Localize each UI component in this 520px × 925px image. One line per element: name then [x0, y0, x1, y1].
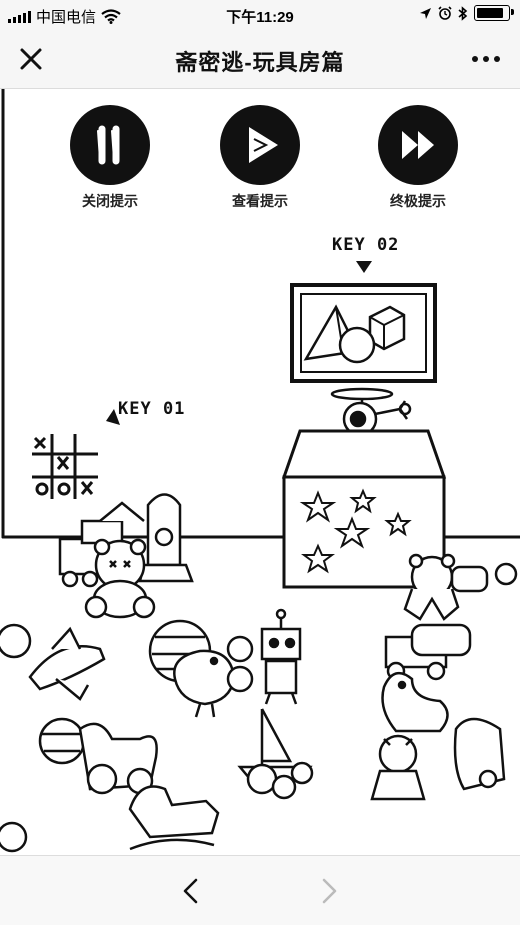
bluetooth-icon: [458, 5, 468, 21]
location-icon: [420, 7, 431, 19]
chevron-left-icon[interactable]: [174, 873, 210, 909]
status-bar: 中国电信 下午11:29: [0, 0, 520, 30]
key1-label: KEY 01: [118, 399, 186, 419]
key2-arrow-icon: [356, 261, 372, 273]
more-icon[interactable]: [466, 42, 506, 76]
fast-forward-icon: [402, 131, 434, 159]
alarm-icon: [438, 6, 452, 20]
play-icon: [249, 127, 278, 163]
hint-label: 关闭提示: [82, 193, 138, 209]
ultimate-hint-button[interactable]: 终极提示: [370, 105, 466, 211]
status-time: 下午11:29: [226, 9, 294, 26]
framed-picture[interactable]: [290, 283, 437, 383]
hint-label: 终极提示: [390, 193, 446, 209]
status-left: 中国电信: [8, 6, 121, 27]
pause-icon: [97, 125, 120, 165]
hint-circle: [220, 105, 300, 185]
hint-circle: [70, 105, 150, 185]
toy-pile-middle[interactable]: [148, 608, 302, 718]
star-box[interactable]: [281, 429, 447, 589]
game-scene: 关闭提示 查看提示 终极提示 KEY 02 KEY 01: [0, 89, 520, 855]
hint-circle: [378, 105, 458, 185]
page-title: 斋密逃-玩具房篇: [175, 50, 345, 75]
toy-bear-right[interactable]: [403, 553, 518, 621]
key1-arrow-icon: [106, 409, 120, 425]
status-right: [419, 5, 514, 21]
chevron-right-icon[interactable]: [310, 873, 346, 909]
carrier-label: 中国电信: [36, 9, 97, 26]
close-icon[interactable]: [14, 42, 48, 76]
toy-plane[interactable]: [0, 623, 106, 701]
wifi-icon: [101, 9, 121, 24]
battery-icon: [474, 5, 514, 21]
toy-truck-duck[interactable]: [381, 623, 472, 733]
view-hint-button[interactable]: 查看提示: [212, 105, 308, 211]
key2-label: KEY 02: [332, 235, 400, 255]
toy-pile-left[interactable]: [58, 493, 194, 619]
signal-icon: [8, 10, 31, 23]
toy-pile-bottom[interactable]: [0, 708, 506, 853]
browser-toolbar: [0, 855, 520, 925]
toy-room-illustration: [0, 89, 520, 853]
hint-label: 查看提示: [232, 193, 288, 209]
tic-tac-toe-board[interactable]: [32, 434, 98, 499]
close-hint-button[interactable]: 关闭提示: [62, 105, 158, 211]
nav-bar: 斋密逃-玩具房篇: [0, 30, 520, 89]
